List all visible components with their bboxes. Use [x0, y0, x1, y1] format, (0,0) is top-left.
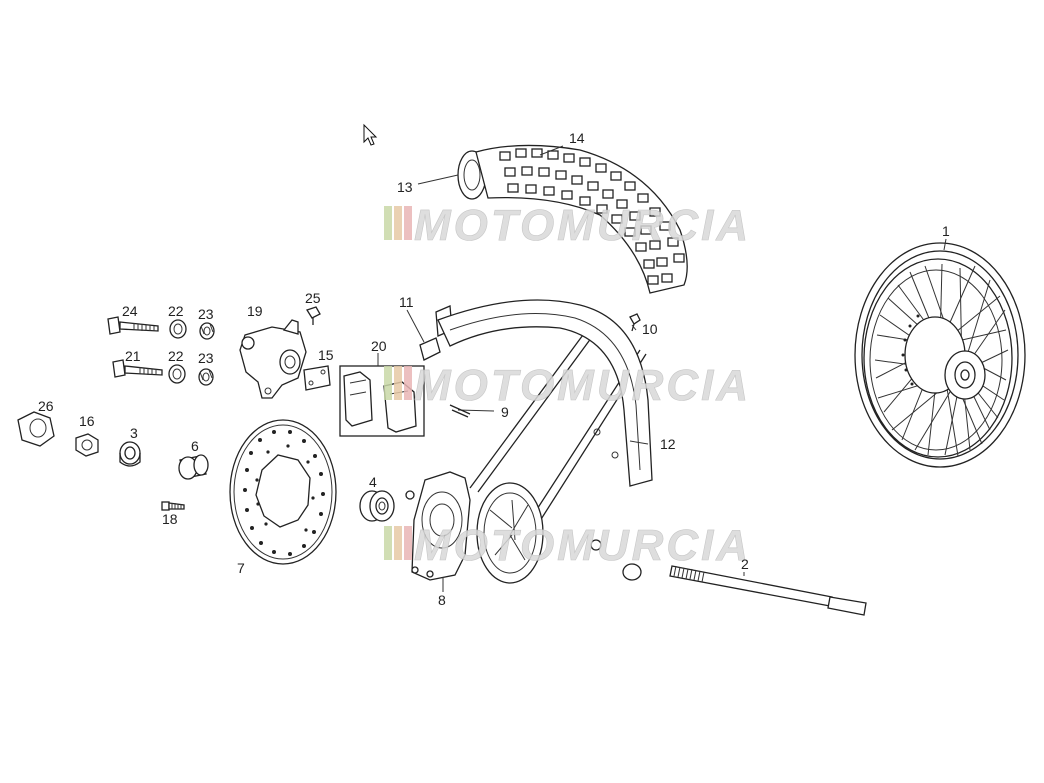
callout-24: 24 — [122, 303, 138, 319]
callout-6: 6 — [191, 438, 199, 454]
watermark-3: MOTOMURCIA — [384, 521, 751, 570]
callout-20: 20 — [371, 338, 387, 354]
callout-7: 7 — [237, 560, 245, 576]
mouse-cursor-icon — [363, 123, 378, 146]
callout-12: 12 — [660, 436, 676, 452]
callout-10: 10 — [642, 321, 658, 337]
callout-19: 19 — [247, 303, 263, 319]
part-12-mudguard — [437, 299, 653, 487]
watermark-text: MOTOMURCIA — [414, 521, 751, 570]
part-23-lockwasher-a — [199, 322, 215, 340]
callout-22b: 22 — [168, 348, 184, 364]
part-3-washer — [119, 441, 141, 467]
callout-26: 26 — [38, 398, 54, 414]
callout-11: 11 — [399, 294, 414, 310]
part-21-bolt — [112, 359, 163, 378]
part-10-screw — [629, 313, 641, 332]
callouts: 1 2 3 4 6 7 8 9 10 11 12 13 14 15 16 18 … — [38, 130, 950, 608]
part-2-axle — [669, 565, 867, 616]
watermark-1: MOTOMURCIA — [384, 201, 751, 250]
part-1-wheel — [854, 242, 1026, 468]
callout-16: 16 — [79, 413, 95, 429]
callout-15: 15 — [318, 347, 334, 363]
leader-lines — [377, 145, 947, 592]
part-4-bearing — [359, 490, 395, 522]
part-8-fork-leg — [405, 471, 471, 581]
part-26-axle-nut — [17, 411, 55, 447]
watermark-2: MOTOMURCIA — [384, 361, 751, 410]
part-14-tyre — [475, 144, 688, 294]
callout-14: 14 — [569, 130, 585, 146]
clip-pin — [449, 404, 471, 418]
part-6-spacer — [178, 454, 209, 480]
callout-23a: 23 — [198, 306, 214, 322]
callout-25: 25 — [305, 290, 321, 306]
callout-2: 2 — [741, 556, 749, 572]
callout-23b: 23 — [198, 350, 214, 366]
callout-9: 9 — [501, 404, 509, 420]
callout-22a: 22 — [168, 303, 184, 319]
part-18-bolt — [161, 501, 185, 511]
part-23-lockwasher-b — [198, 368, 214, 386]
callout-13: 13 — [397, 179, 413, 195]
part-19-caliper — [239, 319, 307, 399]
watermark-text: MOTOMURCIA — [414, 361, 751, 410]
callout-21: 21 — [125, 348, 141, 364]
part-25-bleed-screw — [306, 306, 321, 325]
callout-8: 8 — [438, 592, 446, 608]
callout-18: 18 — [162, 511, 178, 527]
watermark-text: MOTOMURCIA — [414, 201, 751, 250]
part-22-washer-a — [169, 319, 187, 339]
callout-3: 3 — [130, 425, 138, 441]
part-16-nut — [75, 433, 99, 457]
callout-1: 1 — [942, 223, 950, 239]
part-7-brake-disc — [229, 419, 337, 565]
part-15-plate — [303, 365, 331, 391]
part-24-bolt — [107, 316, 159, 335]
part-22-washer-b — [168, 364, 186, 384]
callout-4: 4 — [369, 474, 377, 490]
